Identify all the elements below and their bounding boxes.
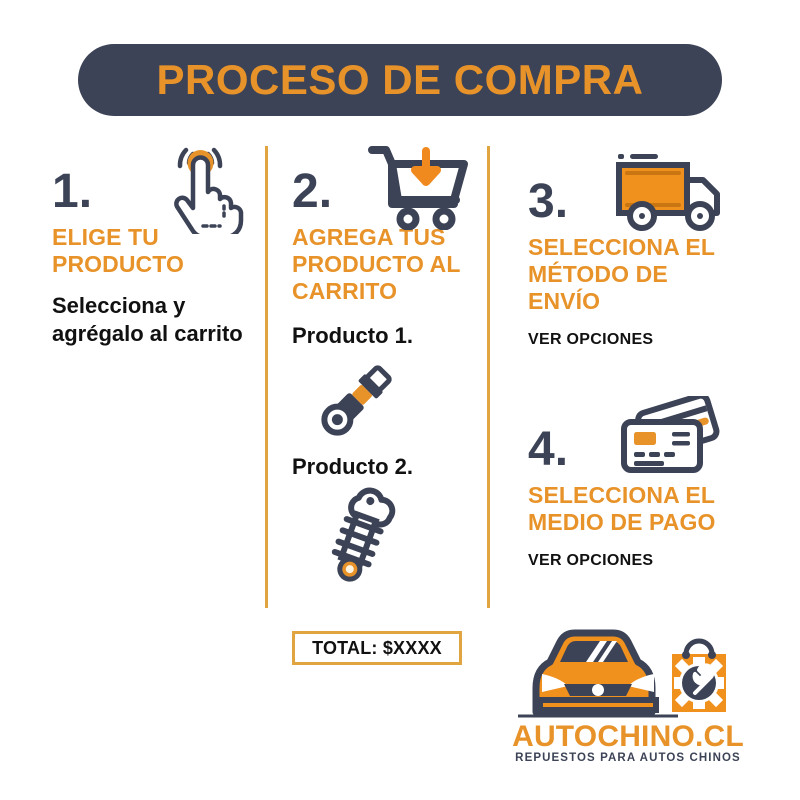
step-1-subtitle: Selecciona y agrégalo al carrito	[52, 292, 243, 346]
step-3-header: 3.	[528, 150, 728, 231]
delivery-truck-icon	[610, 150, 722, 239]
step-2-column: 2. AGREGA TUS PRODUCTO AL CARRITO Produc…	[292, 140, 478, 591]
coil-spring-strut-icon	[316, 486, 478, 591]
brand-logo: AUTOCHINO.CL REPUESTOS PARA AUTOS CHINOS	[508, 628, 748, 768]
column-divider-2	[487, 146, 490, 608]
shock-absorber-icon	[312, 353, 478, 446]
credit-cards-icon	[616, 392, 724, 485]
total-box: TOTAL: $XXXX	[292, 631, 462, 665]
step-1-number: 1.	[52, 165, 93, 218]
page-title: PROCESO DE COMPRA	[156, 56, 644, 103]
product-2-label: Producto 2.	[292, 453, 414, 479]
step-1-title: ELIGE TU PRODUCTO	[52, 224, 184, 277]
step-4-title: SELECCIONA EL MEDIO DE PAGO	[528, 482, 716, 535]
click-hand-icon	[158, 138, 244, 240]
step-2-header: 2.	[292, 140, 478, 231]
step-2-number: 2.	[292, 165, 333, 218]
total-amount-text: TOTAL: $XXXX	[312, 637, 442, 658]
product-1-label: Producto 1.	[292, 322, 414, 348]
column-divider-1	[265, 146, 268, 608]
shopping-cart-download-icon	[366, 138, 476, 235]
logo-brand-name: AUTOCHINO.CL	[512, 720, 744, 753]
header-banner: PROCESO DE COMPRA	[78, 44, 722, 116]
step-4-number: 4.	[528, 423, 569, 476]
step-3-title: SELECCIONA EL MÉTODO DE ENVÍO	[528, 234, 715, 314]
step-1-header: 1.	[52, 140, 252, 240]
step-4-column: 4.	[528, 392, 728, 570]
step-4-header: 4.	[528, 392, 728, 474]
shopping-bag-wrench-gear-icon	[672, 638, 726, 712]
step-4-link[interactable]: VER OPCIONES	[528, 551, 654, 569]
car-front-icon	[518, 629, 678, 718]
step-2-title: AGREGA TUS PRODUCTO AL CARRITO	[292, 224, 461, 304]
logo-tagline: REPUESTOS PARA AUTOS CHINOS	[515, 752, 741, 764]
step-3-column: 3. SE	[528, 150, 728, 349]
step-1-column: 1. ELIGE TU PRODUCTO Selecciona y	[52, 140, 252, 348]
step-3-number: 3.	[528, 175, 569, 228]
step-3-link[interactable]: VER OPCIONES	[528, 330, 654, 348]
